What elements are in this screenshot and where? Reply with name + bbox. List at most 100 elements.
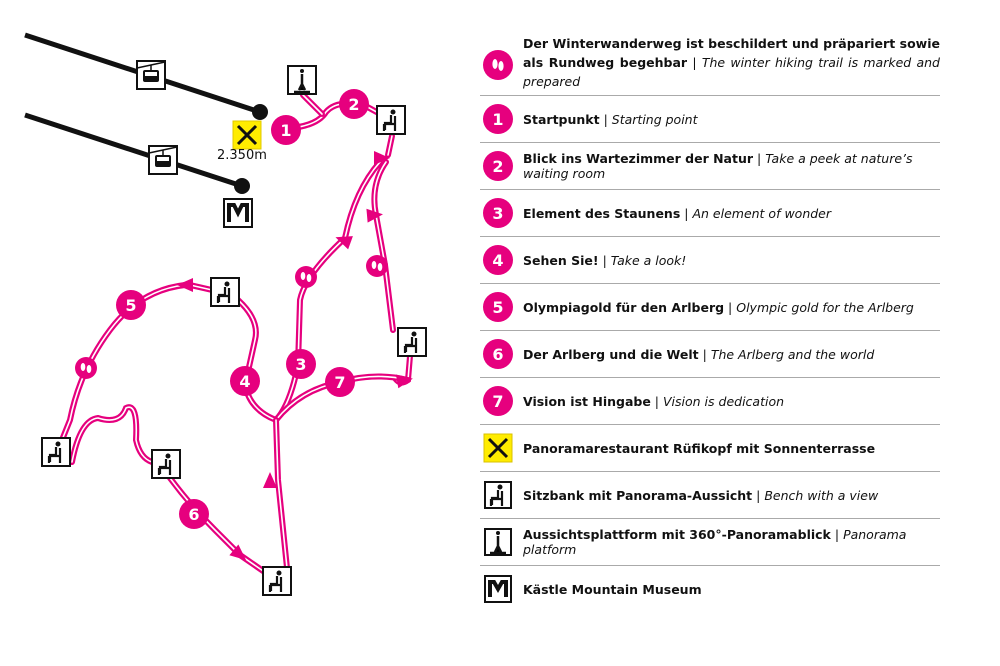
separator: | [654, 393, 660, 409]
legend-item: 6 Der Arlberg und die Welt | The Arlberg … [480, 331, 940, 378]
cable-car-icon [136, 60, 166, 90]
bench-icon [375, 104, 407, 136]
legend-label-de: Olympiagold für den Arlberg [523, 299, 725, 315]
trail-segment [275, 161, 381, 421]
trail-segment [61, 284, 186, 441]
footprints-icon [75, 357, 97, 379]
footprints-icon [366, 255, 388, 277]
legend-label-en: Bench with a view [764, 487, 879, 503]
legend-label-de: Kästle Mountain Museum [523, 581, 702, 597]
bench-icon [396, 326, 428, 358]
number-3-icon: 3 [483, 198, 513, 228]
trail-segment [275, 419, 288, 569]
cable-car-line [24, 112, 243, 189]
legend-label-en: Vision is dedication [663, 393, 785, 409]
separator: | [684, 205, 689, 221]
waypoint-number: 7 [334, 373, 345, 392]
legend-label-de: Element des Staunens [523, 205, 681, 221]
museum-icon [223, 198, 253, 228]
number-badge: 1 [483, 104, 513, 134]
legend-item: 5 Olympiagold für den Arlberg | Olympic g… [480, 284, 940, 331]
legend-label-de: Sitzbank mit Panorama-Aussicht [523, 487, 753, 503]
waypoint-number: 4 [239, 372, 250, 391]
museum-icon [483, 574, 513, 604]
direction-arrow-icon [374, 151, 390, 165]
legend-label-en: Starting point [611, 111, 698, 127]
number-badge: 3 [483, 198, 513, 228]
separator: | [757, 151, 762, 166]
legend-label-de: Panoramarestaurant Rüfikopf mit Sonnente… [523, 440, 876, 456]
waypoint-marker-3[interactable]: 3 [286, 349, 316, 379]
waypoint-marker-7[interactable]: 7 [325, 367, 355, 397]
separator: | [702, 346, 707, 362]
legend-item: Kästle Mountain Museum [480, 566, 940, 612]
waypoint-marker-6[interactable]: 6 [179, 499, 209, 529]
trail-segment [387, 135, 393, 156]
separator: | [692, 55, 697, 70]
number-2-icon: 2 [483, 151, 513, 181]
platform-icon [287, 65, 317, 95]
restaurant-icon [483, 433, 513, 463]
direction-arrow-icon [229, 544, 247, 561]
trail-segment [237, 299, 277, 421]
number-6-icon: 6 [483, 339, 513, 369]
waypoint-number: 1 [280, 121, 291, 140]
trail-segment [69, 404, 155, 465]
legend-label-en: The winter hiking trail is marked and pr… [523, 55, 940, 89]
number-badge: 4 [483, 245, 513, 275]
trail-segment [71, 406, 153, 463]
altitude-label: 2.350m [217, 148, 267, 163]
number-1-icon: 1 [483, 104, 513, 134]
legend-item: Aussichtsplattform mit 360°-Panoramablic… [480, 519, 940, 566]
trail-segment [302, 94, 323, 115]
station-dot [252, 104, 268, 120]
station-dot [234, 178, 250, 194]
legend-label-en: Take a look! [610, 252, 687, 268]
number-7-icon: 7 [483, 386, 513, 416]
bench-icon [483, 480, 513, 510]
direction-arrow-icon [366, 208, 383, 223]
legend-label-de: Startpunkt [523, 111, 600, 127]
legend-label-en: Panorama platform [523, 527, 907, 557]
restaurant-icon [232, 120, 262, 150]
footprints-icon [483, 49, 513, 80]
separator: | [728, 299, 733, 315]
direction-arrow-icon [263, 472, 277, 488]
waypoint-marker-1[interactable]: 1 [271, 115, 301, 145]
waypoint-marker-2[interactable]: 2 [339, 89, 369, 119]
legend-label-en: Olympic gold for the Arlberg [736, 299, 914, 315]
platform-icon [483, 527, 513, 557]
number-5-icon: 5 [483, 292, 513, 322]
legend-label-en: The Arlberg and the world [710, 346, 875, 362]
legend-label-de: Aussichtsplattform mit 360°-Panoramablic… [523, 527, 831, 542]
direction-arrow-icon [395, 374, 413, 389]
footprints-icon [295, 266, 317, 288]
number-4-icon: 4 [483, 245, 513, 275]
waypoint-number: 5 [125, 296, 136, 315]
legend-item: 7 Vision ist Hingabe | Vision is dedicati… [480, 378, 940, 425]
separator: | [602, 252, 607, 268]
legend: Der Winterwanderweg ist beschildert und … [480, 34, 940, 612]
number-badge: 2 [483, 151, 513, 181]
bench-icon [209, 276, 241, 308]
legend-label-de: Der Winterwanderweg ist beschildert und … [523, 36, 940, 70]
separator: | [834, 527, 840, 542]
waypoint-marker-4[interactable]: 4 [230, 366, 260, 396]
bench-icon [150, 448, 182, 480]
legend-label-de: Der Arlberg und die Welt [523, 346, 699, 362]
number-badge: 5 [483, 292, 513, 322]
legend-label-de: Vision ist Hingabe [523, 393, 651, 409]
waypoint-marker-5[interactable]: 5 [116, 290, 146, 320]
trail-segment [235, 297, 279, 423]
trail-map: 1 2 3 4 5 6 7 [24, 32, 428, 597]
cable-car-icon [148, 145, 178, 175]
number-badge: 6 [483, 339, 513, 369]
direction-arrow-icon [177, 278, 193, 292]
direction-arrow-icon [335, 236, 353, 250]
waypoint-number: 3 [295, 355, 306, 374]
